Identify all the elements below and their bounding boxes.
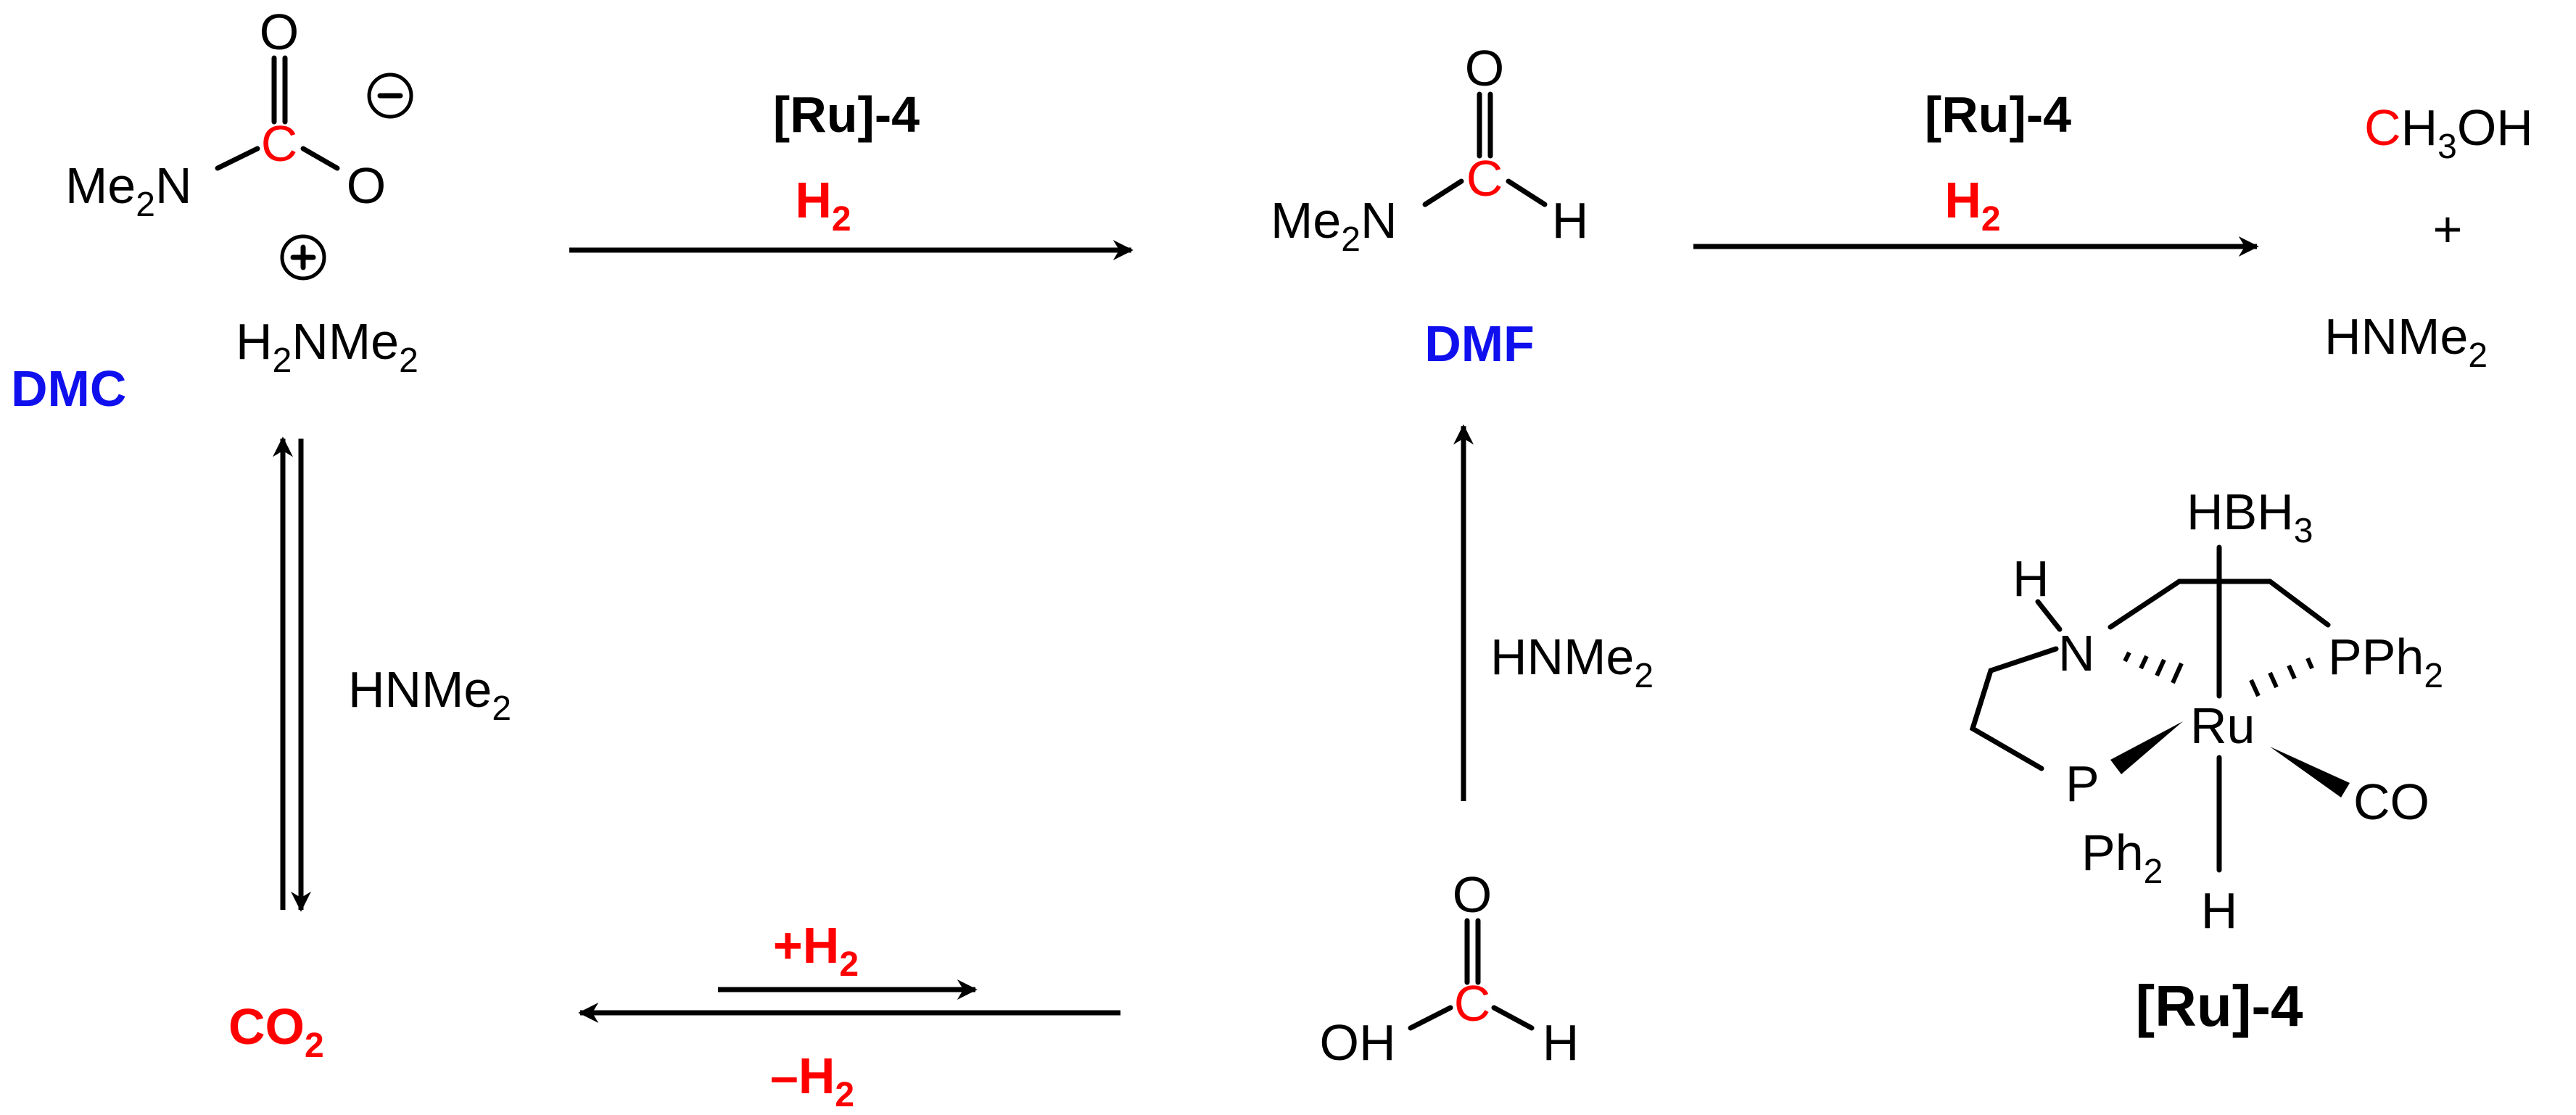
dmc-carbon: C (261, 115, 298, 172)
formic-oh: OH (1320, 1014, 1396, 1071)
hbh3-label: HBH3 (2187, 484, 2313, 550)
p-left: P (2065, 755, 2100, 812)
formic-hydrogen: H (1543, 1014, 1580, 1071)
pph2-right: PPh2 (2328, 629, 2443, 695)
ru-metal: Ru (2190, 697, 2255, 754)
methanol: CH3OH (2364, 99, 2533, 166)
dmc-nme2: Me2N (65, 157, 192, 224)
dmc-counterion: H2NMe2 (236, 313, 418, 380)
catalyst-label-2: [Ru]-4 (1925, 86, 2071, 143)
catalyst-name: [Ru]-4 (2135, 974, 2303, 1038)
ru-hydride: H (2201, 882, 2238, 939)
dmc-carbonyl-o: O (260, 4, 299, 60)
plus-charge-circle (280, 234, 326, 281)
minus-h2-label: –H2 (770, 1048, 854, 1114)
formic-carbon: C (1454, 975, 1491, 1032)
dmf-name: DMF (1424, 315, 1535, 372)
arrow-formic-to-dmf: HNMe2 (1453, 424, 1654, 801)
equilibrium-co2-formic: +H2 –H2 (578, 917, 1120, 1114)
dmf-structure: O C H Me2N DMF (1271, 40, 1588, 372)
co2: CO2 (228, 998, 324, 1065)
nh-hydrogen: H (2012, 550, 2049, 607)
hnme2-label-right: HNMe2 (1490, 629, 1654, 695)
h2-label-2: H2 (1944, 172, 2000, 239)
arrow-dmc-to-dmf: [Ru]-4 H2 (569, 86, 1134, 260)
arrow-dmf-to-products: [Ru]-4 H2 (1693, 86, 2259, 257)
dmc-anion-o: O (347, 157, 386, 214)
ru-catalyst-structure: HBH3 H N PPh2 P Ph2 Ru CO H [Ru]-4 (1969, 484, 2443, 1038)
dmf-carbonyl-o: O (1465, 40, 1504, 96)
ph2-left: Ph2 (2081, 824, 2163, 891)
dmc-name: DMC (11, 360, 126, 417)
catalyst-label-1: [Ru]-4 (773, 86, 920, 143)
equilibrium-co2-dmc: HNMe2 (273, 436, 511, 912)
hnme2-label-left: HNMe2 (348, 661, 511, 728)
minus-charge-circle (367, 72, 413, 119)
dimethylamine: HNMe2 (2324, 308, 2488, 375)
plus-h2-label: +H2 (773, 917, 859, 984)
dmf-nme2: Me2N (1271, 192, 1398, 259)
formic-acid-structure: O C OH H (1320, 866, 1580, 1071)
formic-carbonyl-o: O (1453, 866, 1492, 923)
dmf-carbon: C (1466, 150, 1503, 207)
dmc-structure: O C O Me2N H2NMe2 DMC (11, 4, 418, 417)
plus-sign: + (2433, 201, 2463, 257)
dmf-hydrogen: H (1552, 192, 1589, 249)
carbonyl-ligand: CO (2353, 774, 2430, 830)
nh-nitrogen: N (2058, 625, 2095, 681)
products: CH3OH + HNMe2 (2324, 99, 2533, 375)
h2-label-1: H2 (795, 172, 851, 239)
